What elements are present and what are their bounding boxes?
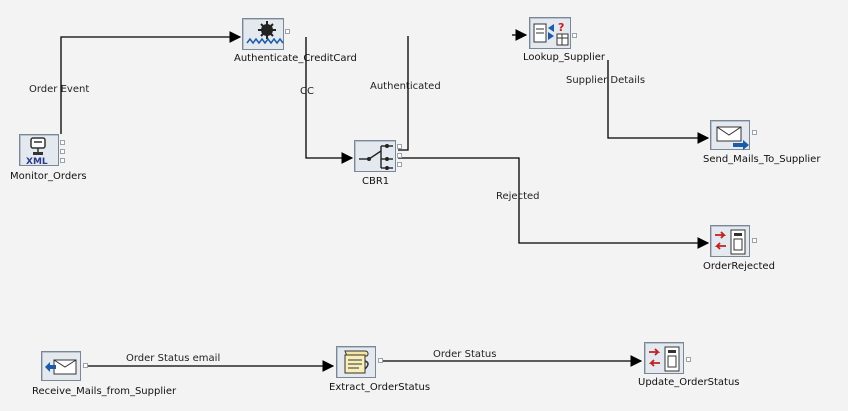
- edge-label-authenticated: Authenticated: [370, 81, 441, 92]
- port-monitor-orders-1[interactable]: [60, 140, 65, 145]
- svg-text:XML: XML: [26, 157, 48, 167]
- edge-rejected[interactable]: [398, 157, 710, 249]
- edge-cc[interactable]: [305, 37, 354, 164]
- node-send-mails-to-supplier[interactable]: [710, 120, 750, 150]
- node-label-send-mails-to-supplier: Send_Mails_To_Supplier: [703, 154, 821, 165]
- node-label-lookup-supplier: Lookup_Supplier: [523, 52, 606, 63]
- node-label-cbr1: CBR1: [362, 176, 390, 187]
- port-cbr1-3[interactable]: [397, 162, 402, 167]
- port-extract-order-status[interactable]: [378, 358, 383, 363]
- node-label-update-order-status: Update_OrderStatus: [638, 377, 740, 388]
- xml-monitor-icon: XML: [26, 137, 48, 167]
- node-label-receive-mails-from-supplier: Receive_Mails_from_Supplier: [32, 386, 177, 397]
- node-receive-mails-from-supplier[interactable]: [41, 351, 81, 381]
- port-monitor-orders-2[interactable]: [60, 149, 65, 154]
- edge-authenticated[interactable]: [398, 36, 409, 151]
- edge-label-order-status: Order Status: [433, 349, 497, 360]
- port-cbr1-2[interactable]: [397, 153, 402, 158]
- node-label-extract-order-status: Extract_OrderStatus: [329, 382, 431, 393]
- node-label-authenticate-creditcard: Authenticate_CreditCard: [234, 53, 357, 64]
- port-send-mails-to-supplier[interactable]: [752, 130, 757, 135]
- svg-text:?: ?: [558, 21, 564, 34]
- edge-order-event[interactable]: [60, 31, 242, 134]
- node-lookup-supplier[interactable]: ?: [529, 17, 571, 49]
- node-order-rejected[interactable]: [710, 225, 750, 257]
- edge-label-rejected: Rejected: [496, 191, 540, 202]
- router-switch-icon: [359, 144, 393, 170]
- document-arrows-icon: [648, 346, 680, 372]
- document-arrows-icon: [714, 229, 746, 255]
- edge-label-order-event: Order Event: [29, 84, 90, 95]
- port-cbr1-1[interactable]: [397, 144, 402, 149]
- node-authenticate-creditcard[interactable]: [242, 18, 284, 50]
- port-order-rejected[interactable]: [752, 238, 757, 243]
- edge-label-supplier-details: Supplier Details: [566, 75, 646, 86]
- port-lookup-supplier[interactable]: [572, 33, 577, 38]
- edge-supplier-details[interactable]: [607, 60, 710, 144]
- node-extract-order-status[interactable]: [336, 346, 376, 378]
- edge-label-cc: CC: [300, 86, 314, 97]
- receive-mail-icon: [45, 359, 77, 375]
- lookup-table-icon: ?: [533, 21, 569, 46]
- gear-wave-icon: [246, 21, 284, 45]
- port-update-order-status[interactable]: [686, 357, 691, 362]
- node-label-monitor-orders: Monitor_Orders: [10, 171, 87, 182]
- send-mail-icon: [716, 126, 749, 150]
- port-authenticate-creditcard[interactable]: [285, 29, 290, 34]
- port-monitor-orders-3[interactable]: [60, 158, 65, 163]
- extract-script-icon: [344, 350, 369, 374]
- node-monitor-orders[interactable]: XML: [19, 134, 59, 167]
- edge-label-order-status-email: Order Status email: [126, 353, 221, 364]
- port-receive-mails-from-supplier[interactable]: [83, 363, 88, 368]
- node-cbr1[interactable]: [354, 140, 396, 172]
- node-label-order-rejected: OrderRejected: [703, 261, 775, 272]
- node-update-order-status[interactable]: [644, 342, 684, 374]
